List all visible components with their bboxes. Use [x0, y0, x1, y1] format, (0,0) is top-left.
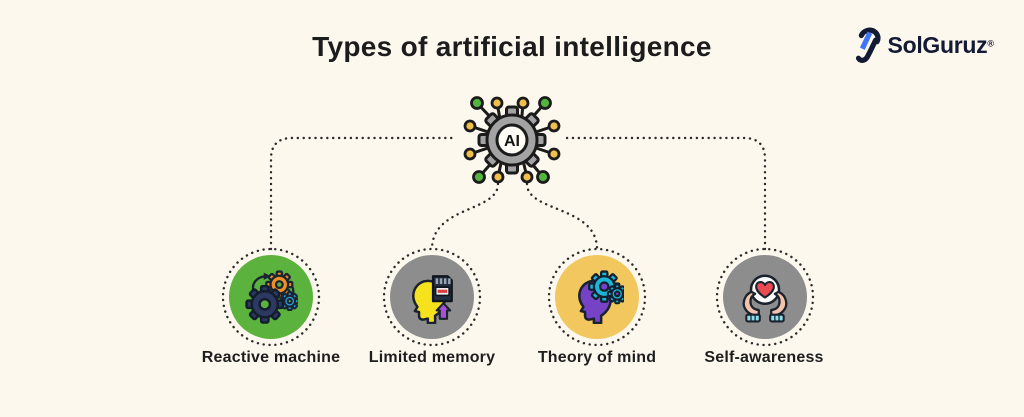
gears-icon: [245, 270, 298, 324]
node-label-theory-of-mind: Theory of mind: [537, 349, 657, 366]
node-self-awareness: [723, 255, 807, 339]
node-ring-limited-memory: [382, 247, 482, 347]
ai-label: AI: [504, 133, 520, 150]
ai-chip-icon: AI: [463, 96, 561, 184]
registered-mark: ®: [987, 38, 994, 49]
node-label-reactive-machine: Reactive machine: [201, 349, 341, 366]
connector-left-bracket: [269, 136, 459, 251]
hands-heart-icon: [742, 274, 788, 323]
solguruz-logo-text: SolGuruz: [887, 31, 988, 58]
node-label-limited-memory: Limited memory: [368, 349, 496, 366]
node-ring-self-awareness: [715, 247, 815, 347]
ai-gear: [477, 105, 547, 175]
node-limited-memory: [390, 255, 474, 339]
connector-curve-right: [525, 182, 599, 251]
head-gears-icon: [578, 270, 624, 324]
ai-chip-pins-yellow: [463, 96, 561, 184]
solguruz-logo-icon: [855, 27, 881, 63]
node-label-self-awareness: Self-awareness: [704, 349, 824, 366]
connector-curve-left: [430, 182, 500, 251]
node-reactive-machine: [229, 255, 313, 339]
head-memory-icon: [412, 275, 453, 324]
node-theory-of-mind: [555, 255, 639, 339]
solguruz-logo: SolGuruz®: [853, 27, 994, 63]
ai-chip-pins-green: [470, 96, 552, 184]
page-title: Types of artificial intelligence: [312, 31, 712, 62]
node-ring-reactive-machine: [221, 247, 321, 347]
node-ring-theory-of-mind: [547, 247, 647, 347]
connector-right-bracket: [565, 136, 767, 251]
